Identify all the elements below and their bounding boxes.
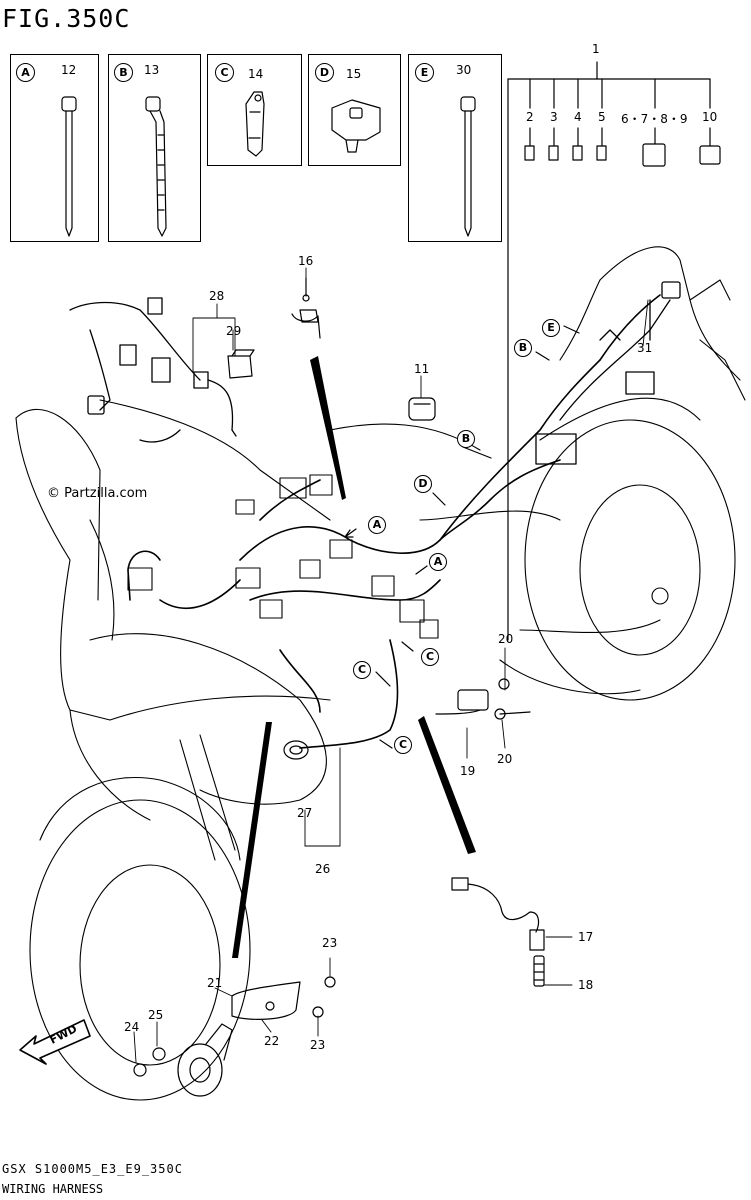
- figure-title: FIG.350C: [2, 4, 131, 33]
- cable-tie-30-drawing: [460, 96, 476, 237]
- part-26-label: 26: [315, 862, 331, 876]
- holder-15-drawing: [331, 99, 381, 153]
- part-4-label: 4: [574, 110, 582, 124]
- part-3-label: 3: [550, 110, 558, 124]
- inset-a-part-number: 12: [61, 63, 77, 77]
- relay-29-drawing: [227, 349, 255, 379]
- part-19-label: 19: [460, 764, 476, 778]
- part-6-9-label: 6・7・8・9: [621, 112, 688, 126]
- motorcycle-outline: [15, 246, 746, 1101]
- part-18-label: 18: [578, 978, 594, 992]
- part-10-label: 10: [702, 110, 718, 124]
- horn-assembly-drawing: [133, 976, 336, 1097]
- part-31-label: 31: [637, 341, 653, 355]
- part-17-label: 17: [578, 930, 594, 944]
- inset-d-part-number: 15: [346, 67, 362, 81]
- cable-tie-13-drawing: [145, 96, 167, 237]
- part-23-label-lower: 23: [310, 1038, 326, 1052]
- sensor-16-drawing: [291, 277, 321, 339]
- cable-tie-12-drawing: [61, 96, 77, 237]
- label-leaders: [133, 267, 649, 1063]
- inset-c: C 14: [207, 54, 302, 166]
- section-name: WIRING HARNESS: [2, 1182, 104, 1196]
- part-20-label-lower: 20: [497, 752, 513, 766]
- callout-a-right: A: [429, 553, 447, 571]
- part-27-label: 27: [297, 806, 313, 820]
- inset-b-part-number: 13: [144, 63, 160, 77]
- model-code: GSX S1000M5_E3_E9_350C: [2, 1162, 183, 1176]
- callout-b-lower: B: [457, 430, 475, 448]
- grommet-27-drawing: [283, 740, 309, 760]
- inset-e: E 30: [408, 54, 502, 242]
- inset-a: A 12: [10, 54, 99, 242]
- callout-c-right: C: [421, 648, 439, 666]
- rear-harness-31-drawing: [535, 281, 681, 465]
- part-5-label: 5: [598, 110, 606, 124]
- part-22-label: 22: [264, 1034, 280, 1048]
- subharness-28-drawing: [69, 297, 237, 443]
- connector-cluster: [127, 474, 439, 639]
- inset-b-letter: B: [114, 63, 133, 82]
- callout-e: E: [542, 319, 560, 337]
- watermark: © Partzilla.com: [47, 486, 148, 501]
- part-23-label-upper: 23: [322, 936, 338, 950]
- inset-a-letter: A: [16, 63, 35, 82]
- part-1-label: 1: [592, 42, 600, 56]
- inset-b: B 13: [108, 54, 201, 242]
- part-24-label: 24: [124, 1020, 140, 1034]
- callout-d: D: [414, 475, 432, 493]
- harness-runs: [127, 294, 661, 749]
- inset-e-part-number: 30: [456, 63, 472, 77]
- mount-11-drawing: [408, 397, 436, 421]
- inset-c-part-number: 14: [248, 67, 264, 81]
- clamp-14-drawing: [245, 91, 265, 157]
- part-29-label: 29: [226, 324, 242, 338]
- inset-c-letter: C: [215, 63, 234, 82]
- part-21-label: 21: [207, 976, 223, 990]
- part-20-label-upper: 20: [498, 632, 514, 646]
- callout-c-left: C: [353, 661, 371, 679]
- callout-c-lower: C: [394, 736, 412, 754]
- fuse-leader-lines: [507, 61, 721, 641]
- callout-arrows: [344, 325, 580, 749]
- sensor-19-drawing: [435, 678, 531, 720]
- inset-e-letter: E: [415, 63, 434, 82]
- fwd-arrow-shape: [19, 1019, 91, 1065]
- view-wedges: [232, 356, 476, 958]
- inset-d-letter: D: [315, 63, 334, 82]
- part-28-label: 28: [209, 289, 225, 303]
- sensor-17-drawing: [451, 877, 545, 987]
- callout-b-upper: B: [514, 339, 532, 357]
- part-11-label: 11: [414, 362, 430, 376]
- part-25-label: 25: [148, 1008, 164, 1022]
- inset-d: D 15: [308, 54, 401, 166]
- callout-a-left: A: [368, 516, 386, 534]
- part-2-label: 2: [526, 110, 534, 124]
- part-16-label: 16: [298, 254, 314, 268]
